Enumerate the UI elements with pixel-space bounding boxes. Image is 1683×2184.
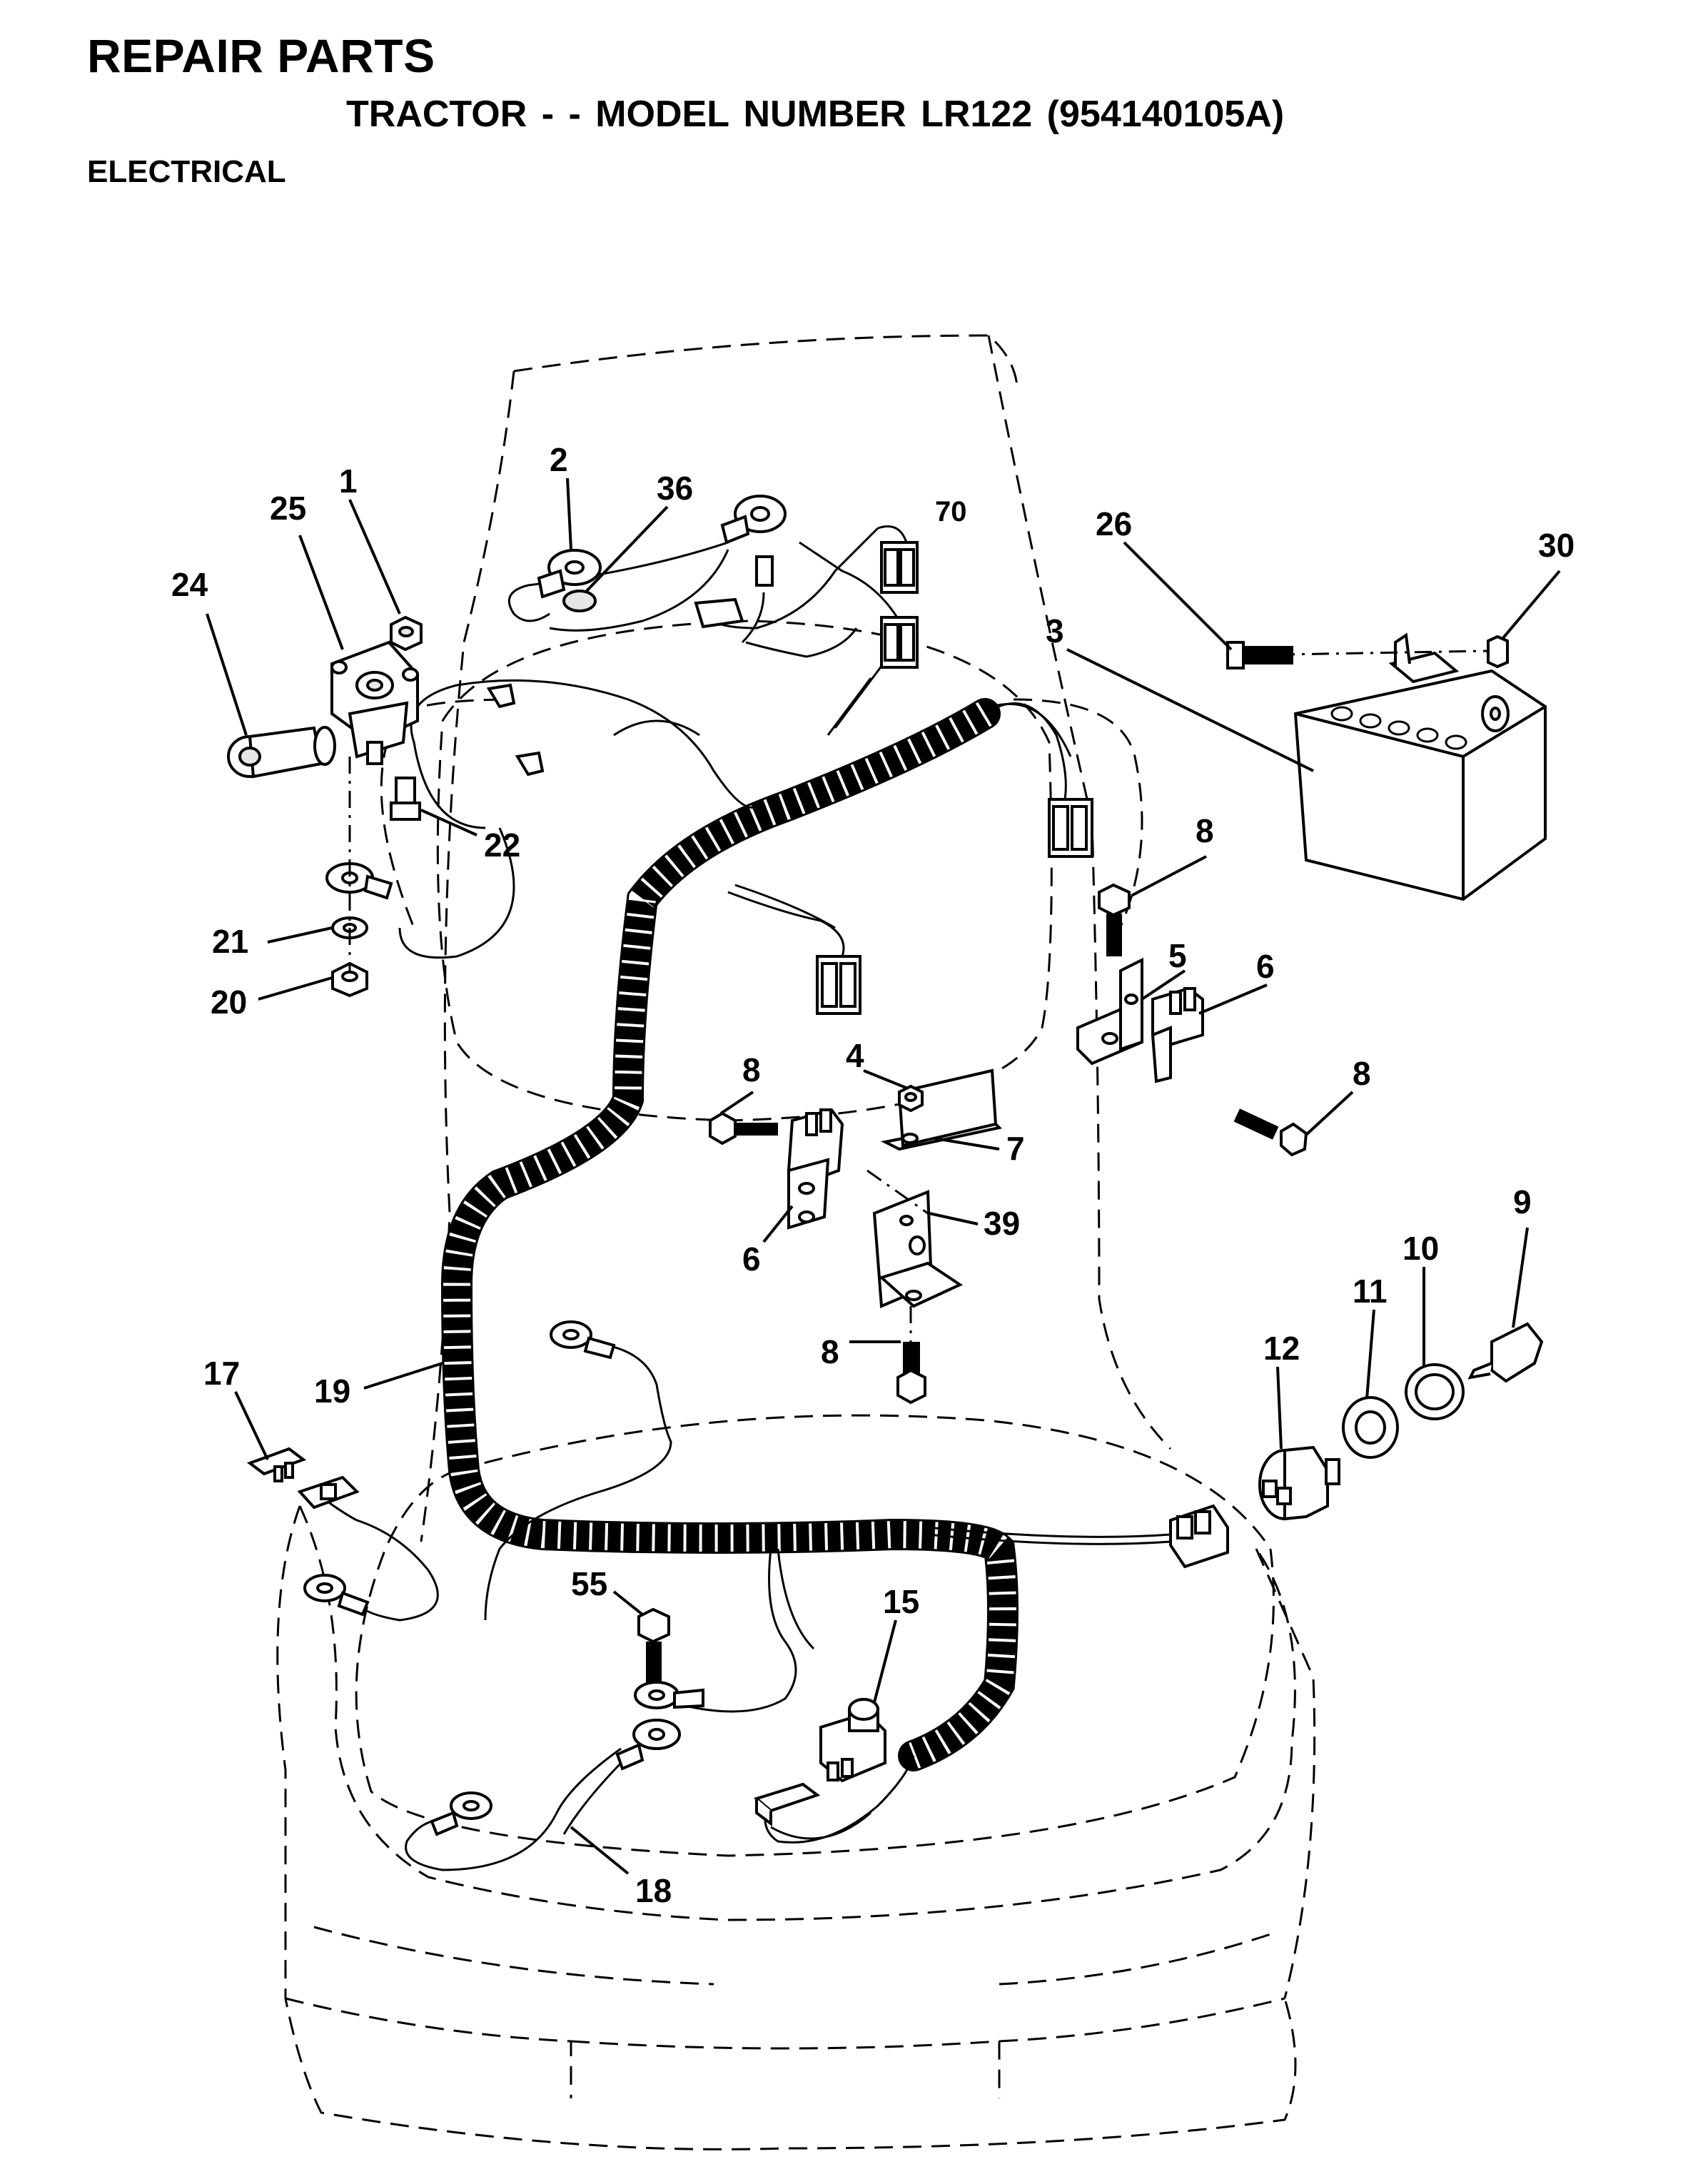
ring-terminal-2 bbox=[537, 549, 602, 612]
ring-terminal-lower bbox=[325, 862, 393, 900]
bolt-8-right bbox=[1233, 1108, 1308, 1157]
callout-39: 39 bbox=[984, 1205, 1020, 1242]
ignition-key-9 bbox=[1467, 1322, 1544, 1383]
callout-25: 25 bbox=[270, 490, 306, 527]
leader-lines bbox=[206, 477, 1561, 1875]
tractor-outline bbox=[276, 334, 1316, 2150]
callout-6b: 6 bbox=[742, 1240, 761, 1278]
harness-connector-upper bbox=[1048, 798, 1093, 858]
fuse-17 bbox=[246, 1447, 307, 1482]
assembly-line-battery bbox=[1243, 649, 1489, 657]
callout-24: 24 bbox=[171, 566, 208, 603]
callout-1: 1 bbox=[339, 462, 358, 500]
harness-connector-middle bbox=[816, 955, 861, 1015]
ring-terminal-harness-b bbox=[303, 1574, 370, 1617]
callout-4: 4 bbox=[846, 1037, 864, 1074]
mounting-nut-11 bbox=[1342, 1396, 1399, 1459]
callout-12: 12 bbox=[1263, 1330, 1300, 1367]
callout-17: 17 bbox=[203, 1355, 240, 1392]
terminal-boot-24 bbox=[227, 726, 336, 779]
ring-terminal-18-end bbox=[430, 1791, 492, 1836]
callout-9: 9 bbox=[1513, 1183, 1532, 1220]
bolt-8-middle bbox=[709, 1111, 778, 1146]
callout-5: 5 bbox=[1168, 937, 1187, 974]
section-label: ELECTRICAL bbox=[87, 154, 286, 189]
bolt-8-lower bbox=[896, 1342, 926, 1405]
callout-7: 7 bbox=[1006, 1130, 1025, 1167]
coiled-wire-harness bbox=[313, 525, 1171, 1871]
callout-20: 20 bbox=[211, 984, 247, 1021]
callout-30: 30 bbox=[1538, 527, 1575, 564]
page-subtitle: TRACTOR - - MODEL NUMBER LR122 (95414010… bbox=[346, 93, 1285, 135]
bracket-7 bbox=[880, 1068, 1003, 1151]
nut-4 bbox=[898, 1084, 924, 1113]
callout-2: 2 bbox=[550, 441, 568, 478]
callout-55: 55 bbox=[571, 1565, 607, 1602]
callout-15: 15 bbox=[883, 1583, 919, 1620]
ring-terminal-36 bbox=[720, 495, 787, 545]
screw-22 bbox=[390, 777, 421, 821]
callout-8a: 8 bbox=[1196, 812, 1214, 849]
switch-6-lower bbox=[787, 1108, 844, 1230]
bracket-39 bbox=[872, 1190, 964, 1308]
callout-36: 36 bbox=[657, 470, 693, 507]
callout-11: 11 bbox=[1353, 1273, 1388, 1310]
fuse-holder-19 bbox=[297, 1475, 360, 1510]
ring-terminal-harness-a bbox=[550, 1320, 616, 1360]
solenoid-25 bbox=[330, 640, 419, 765]
switch-6-upper bbox=[1151, 986, 1204, 1083]
nut-1 bbox=[390, 615, 423, 652]
connector-seat-switch bbox=[753, 1782, 821, 1826]
harness-connector-lower bbox=[1169, 1504, 1229, 1569]
bolt-8-upper bbox=[1098, 883, 1131, 956]
ground-terminal-18-upper bbox=[634, 1681, 704, 1709]
ignition-switch-12 bbox=[1258, 1445, 1340, 1521]
callout-26: 26 bbox=[1096, 505, 1132, 542]
spade-terminals bbox=[486, 683, 545, 777]
callout-8b: 8 bbox=[1353, 1055, 1371, 1092]
assembly-line-bracket bbox=[866, 1169, 929, 1342]
callout-70: 70 bbox=[935, 496, 967, 527]
callout-19: 19 bbox=[314, 1372, 350, 1410]
callout-22: 22 bbox=[484, 826, 520, 864]
battery-3 bbox=[1293, 632, 1547, 901]
callout-numbers: 1 2 36 70 26 30 25 24 3 22 8 21 5 6 20 8… bbox=[171, 441, 1575, 1909]
nut-30 bbox=[1487, 635, 1509, 669]
screw-55 bbox=[637, 1607, 670, 1683]
callout-10: 10 bbox=[1402, 1230, 1439, 1267]
callout-8c: 8 bbox=[742, 1051, 761, 1088]
callout-3: 3 bbox=[1046, 612, 1064, 649]
callout-8d: 8 bbox=[821, 1333, 839, 1370]
page-title: REPAIR PARTS bbox=[87, 29, 435, 82]
bracket-5 bbox=[1076, 957, 1143, 1066]
seat-switch-15 bbox=[819, 1698, 886, 1783]
bezel-10 bbox=[1405, 1363, 1465, 1420]
callout-6a: 6 bbox=[1256, 948, 1275, 985]
callout-18: 18 bbox=[635, 1872, 672, 1909]
ground-terminal-18-lower bbox=[615, 1719, 681, 1771]
connector-70 bbox=[694, 541, 919, 669]
callout-21: 21 bbox=[212, 923, 248, 960]
